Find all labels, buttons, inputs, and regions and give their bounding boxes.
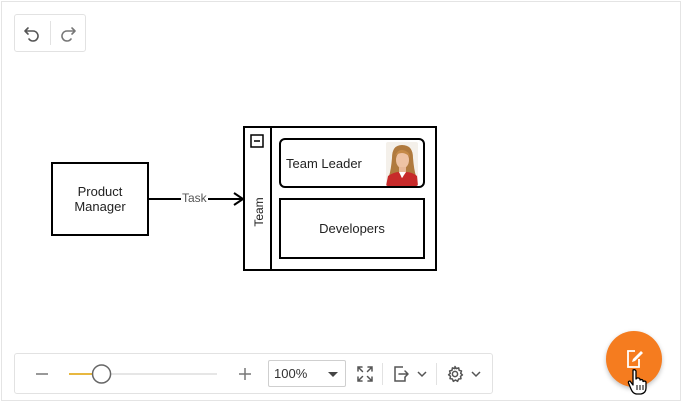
undo-icon [24,27,40,42]
undo-button[interactable] [15,15,50,51]
zoom-slider[interactable] [67,362,219,386]
redo-button[interactable] [50,15,85,51]
settings-button[interactable] [443,354,485,393]
history-toolbar [14,14,86,52]
edit-icon [627,350,643,368]
gear-icon [447,365,464,382]
developers-shape[interactable] [279,198,425,259]
minus-icon [36,372,48,375]
redo-icon [60,27,76,42]
plus-icon [239,367,251,380]
chevron-down-icon [328,372,338,377]
chevron-down-icon [471,370,481,377]
team-leader-avatar [386,142,418,186]
hand-cursor-icon [627,369,647,395]
divider [382,363,383,385]
fit-to-screen-icon [357,365,373,382]
divider [49,21,51,45]
team-container-label: Team [252,197,266,227]
zoom-level-value: 100% [274,366,308,381]
export-button[interactable] [389,354,431,393]
divider [436,363,437,385]
fit-to-screen-button[interactable] [352,354,378,393]
team-leader-label: Team Leader [286,155,362,171]
product-manager-shape[interactable] [51,162,149,236]
bottom-toolbar: 100% [14,353,493,394]
developers-label: Developers [319,221,385,236]
product-manager-label: Product Manager [74,184,126,214]
zoom-level-select[interactable]: 100% [268,360,346,387]
slider-thumb[interactable] [91,364,112,384]
zoom-out-button[interactable] [27,354,57,393]
chevron-down-icon [417,370,427,377]
connector-label: Task [181,191,208,205]
zoom-in-button[interactable] [230,354,260,393]
export-icon [394,365,409,382]
